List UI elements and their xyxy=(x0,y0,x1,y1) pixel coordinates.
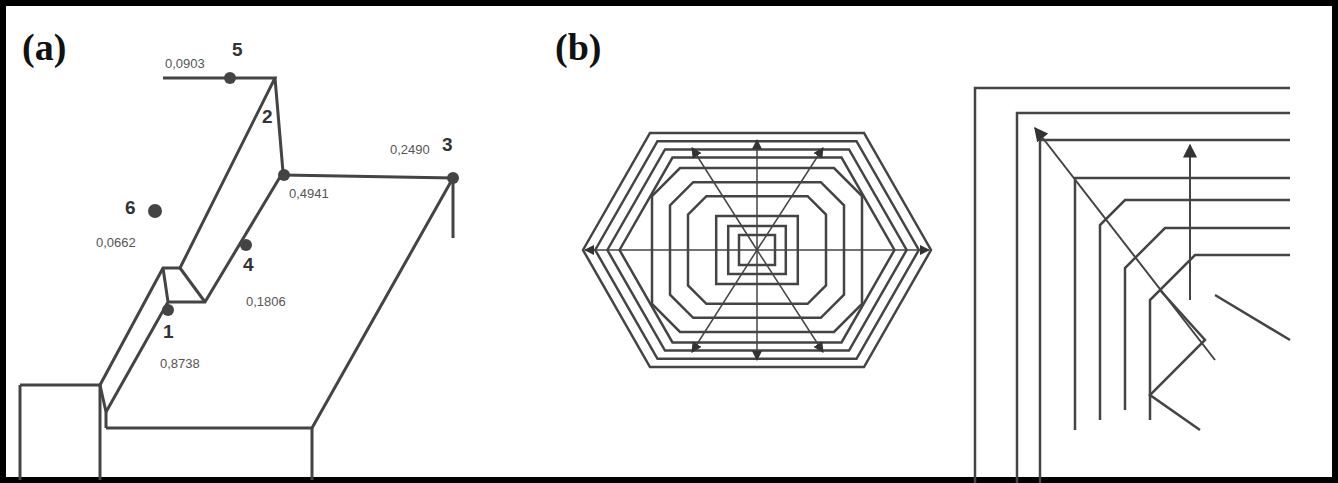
site-value: 0,0662 xyxy=(96,236,136,249)
stroke xyxy=(1075,178,1290,430)
stroke xyxy=(756,140,758,250)
site-dots xyxy=(148,72,459,316)
stroke xyxy=(692,148,757,250)
stroke xyxy=(1040,140,1290,483)
site-value: 0,0903 xyxy=(165,57,205,70)
site-number: 3 xyxy=(442,135,453,154)
site-number: 5 xyxy=(232,40,243,59)
stroke xyxy=(757,249,929,251)
panel-label: (a) xyxy=(22,28,66,66)
stroke xyxy=(585,249,757,251)
stroke xyxy=(583,133,931,367)
site-value: 0,1806 xyxy=(246,295,286,308)
stroke xyxy=(1100,200,1290,420)
stroke xyxy=(975,88,1290,483)
kossel-crystal xyxy=(20,78,453,480)
stroke xyxy=(1189,145,1191,300)
site-number: 2 xyxy=(262,107,273,126)
stroke xyxy=(692,250,757,352)
site-value: 0,2490 xyxy=(390,143,430,156)
site-number: 4 xyxy=(243,255,254,274)
stroke xyxy=(756,250,758,360)
stroke xyxy=(1150,255,1290,420)
stroke xyxy=(757,148,823,250)
stroke xyxy=(1215,295,1290,340)
site-number: 6 xyxy=(125,198,136,217)
frame xyxy=(3,3,1335,480)
stroke xyxy=(1035,128,1215,360)
step-corner xyxy=(975,88,1290,483)
spiral-hexagon xyxy=(583,133,931,367)
stroke xyxy=(1017,113,1290,483)
site-value: 0,4941 xyxy=(289,187,329,200)
stroke xyxy=(757,250,823,352)
site-number: 1 xyxy=(163,322,174,341)
site-value: 0,8738 xyxy=(160,357,200,370)
panel-label: (b) xyxy=(555,28,601,66)
